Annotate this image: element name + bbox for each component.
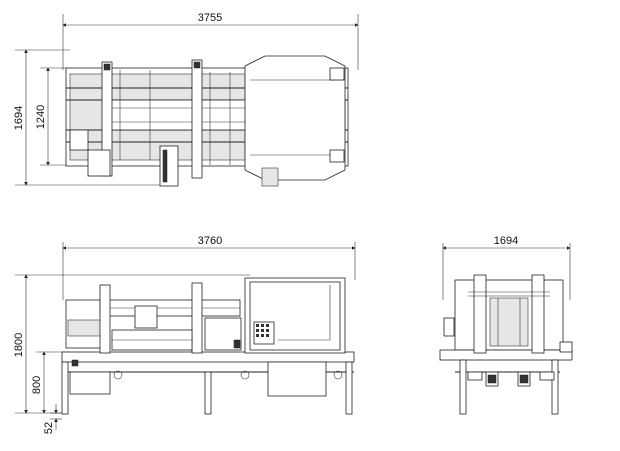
control-panel (253, 321, 275, 345)
dim-top-height-inner: 1240 (35, 67, 70, 166)
dim-top-width: 3755 (62, 12, 359, 70)
front-view: 3760 1800 800 52 (13, 235, 356, 434)
top-view: 3755 1694 1240 (13, 12, 359, 187)
dim-label-top-width: 3755 (198, 12, 222, 24)
side-machine (439, 274, 573, 415)
dim-label-front-height: 1800 (13, 333, 25, 357)
side-view: 1694 (439, 235, 573, 415)
top-machine (65, 55, 349, 187)
dim-label-side-width: 1694 (494, 235, 518, 247)
dim-label-front-width: 3760 (198, 235, 222, 247)
dim-front-width: 3760 (62, 235, 356, 300)
dim-front-height: 1800 (13, 274, 250, 414)
dim-label-top-height-outer: 1694 (13, 106, 25, 130)
dim-label-front-foot-height: 52 (43, 422, 55, 434)
dim-label-top-height-inner: 1240 (35, 105, 47, 129)
dim-front-foot-height: 52 (43, 404, 62, 434)
dim-top-height-outer: 1694 (13, 49, 170, 186)
dim-label-front-table-height: 800 (31, 376, 43, 394)
front-machine (61, 277, 355, 415)
dim-side-width: 1694 (442, 235, 571, 300)
